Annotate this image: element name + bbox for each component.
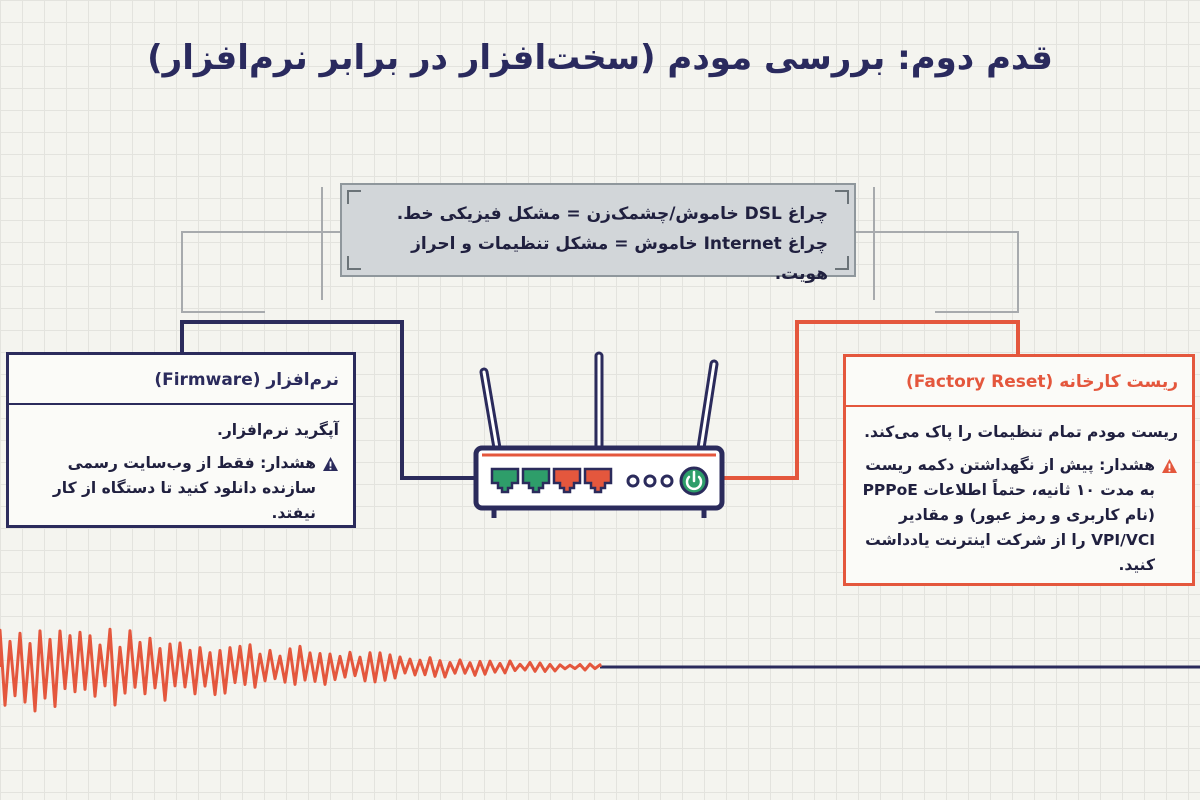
antenna-icon (699, 362, 716, 450)
firmware-warning-text: هشدار: فقط از وب‌سایت رسمی سازنده دانلود… (52, 454, 316, 522)
warning-icon (1162, 459, 1177, 473)
gray-connector-right (856, 231, 1019, 313)
warning-icon (323, 457, 338, 471)
info-line-dsl: چراغ DSL خاموش/چشمک‌زن = مشکل فیزیکی خط. (396, 204, 828, 224)
noise-signal-waveform (0, 627, 602, 713)
firmware-card-heading: نرم‌افزار (Firmware) (9, 355, 353, 405)
power-icon (679, 466, 709, 496)
reset-warning: هشدار: پیش از نگهداشتن دکمه ریست به مدت … (858, 453, 1178, 578)
wire-firmware (180, 320, 475, 480)
ethernet-ports (490, 467, 613, 494)
gray-connectors (181, 187, 1019, 313)
ethernet-port-icon (552, 467, 582, 494)
reset-card-text: ریست مودم تمام تنظیمات را پاک می‌کند. (864, 423, 1178, 441)
reset-card-heading: ریست کارخانه (Factory Reset) (846, 357, 1192, 407)
status-led-icon (660, 474, 674, 488)
firmware-warning: هشدار: فقط از وب‌سایت رسمی سازنده دانلود… (21, 451, 339, 526)
firmware-card-text: آپگرید نرم‌افزار. (216, 421, 339, 439)
status-led-icon (643, 474, 657, 488)
corner-mark (835, 256, 849, 270)
factory-reset-card: ریست کارخانه (Factory Reset) ریست مودم ت… (843, 354, 1195, 586)
reset-warning-text: هشدار: پیش از نگهداشتن دکمه ریست به مدت … (862, 456, 1155, 574)
wire-reset (722, 320, 1020, 480)
ethernet-port-icon (490, 467, 520, 494)
router-illustration (473, 351, 725, 518)
ethernet-port-icon (521, 467, 551, 494)
led-info-box: چراغ DSL خاموش/چشمک‌زن = مشکل فیزیکی خط.… (340, 183, 856, 284)
firmware-card: نرم‌افزار (Firmware) آپگرید نرم‌افزار. ه… (6, 352, 356, 528)
corner-mark (347, 256, 361, 270)
info-line-internet: چراغ Internet خاموش = مشکل تنظیمات و احر… (411, 234, 828, 284)
status-led-icon (626, 474, 640, 488)
gray-connector-left (181, 231, 340, 313)
ethernet-port-icon (583, 467, 613, 494)
antenna-icon (482, 370, 499, 450)
corner-mark (835, 190, 849, 204)
firmware-card-body: آپگرید نرم‌افزار. هشدار: فقط از وب‌سایت … (9, 405, 353, 526)
corner-mark (347, 190, 361, 204)
reset-card-body: ریست مودم تمام تنظیمات را پاک می‌کند. هش… (846, 407, 1192, 578)
page-title: قدم دوم: بررسی مودم (سخت‌افزار در برابر … (147, 38, 1053, 78)
